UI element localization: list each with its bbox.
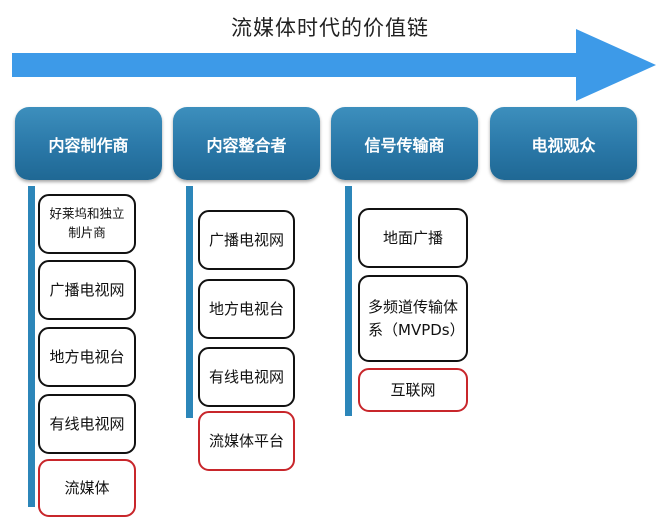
column-bar-content-producers <box>28 186 35 507</box>
node-local-tv-stations: 地方电视台 <box>38 327 136 387</box>
column-bar-content-aggregators <box>186 186 193 418</box>
arrow-shape <box>12 29 656 101</box>
node-cable-networks: 有线电视网 <box>38 394 136 454</box>
node-local-tv-aggregator: 地方电视台 <box>198 279 295 339</box>
column-header-signal-distributors: 信号传输商 <box>331 107 478 180</box>
column-header-content-aggregators: 内容整合者 <box>173 107 320 180</box>
node-broadcast-networks: 广播电视网 <box>38 260 136 320</box>
column-bar-signal-distributors <box>345 186 352 416</box>
node-cable-networks-aggregator: 有线电视网 <box>198 347 295 407</box>
node-streaming-platforms: 流媒体平台 <box>198 411 295 471</box>
node-mvpds: 多频道传输体系（MVPDs） <box>358 275 468 362</box>
column-header-tv-viewers: 电视观众 <box>490 107 637 180</box>
value-chain-arrow <box>12 29 656 101</box>
page-title: 流媒体时代的价值链 <box>231 16 429 40</box>
node-streaming: 流媒体 <box>38 459 136 517</box>
node-hollywood-producers: 好莱坞和独立制片商 <box>38 194 136 254</box>
node-terrestrial-broadcast: 地面广播 <box>358 208 468 268</box>
node-broadcast-networks-aggregator: 广播电视网 <box>198 210 295 270</box>
node-internet: 互联网 <box>358 368 468 412</box>
column-header-content-producers: 内容制作商 <box>15 107 162 180</box>
